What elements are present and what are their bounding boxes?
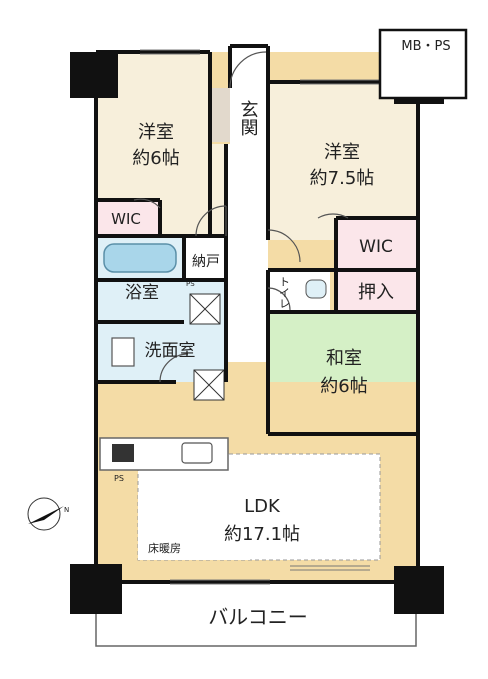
toilet-label: トイレ xyxy=(278,276,291,309)
western-room-1-name: 洋室 xyxy=(138,122,174,143)
storage-area xyxy=(186,238,226,280)
wic-right-label: WIC xyxy=(359,237,393,257)
washroom-label: 洗面室 xyxy=(145,341,196,361)
wic-right-area xyxy=(336,220,418,270)
entrance-area xyxy=(230,46,268,144)
toilet-bowl xyxy=(305,279,327,299)
closet-strip-left xyxy=(210,144,226,236)
small-ps-label: PS xyxy=(186,280,195,288)
entrance-shoebox xyxy=(210,88,230,142)
western-room-2-name: 洋室 xyxy=(324,142,360,163)
windows xyxy=(140,49,390,585)
closet-area xyxy=(336,270,418,310)
mb-ps-box xyxy=(378,28,468,100)
floor-heating-zone-left xyxy=(138,494,250,560)
door-swings xyxy=(133,51,349,383)
svg-text:N: N xyxy=(64,506,69,514)
japanese-room-name: 和室 xyxy=(326,348,362,369)
ldk-floor-heating-note: 床暖房 xyxy=(148,541,181,555)
kitchen-sink xyxy=(181,442,213,464)
wic-left-area xyxy=(96,200,160,236)
storage-label: 納戸 xyxy=(192,254,220,270)
balcony-area xyxy=(95,581,417,647)
kitchen-ps-label: PS xyxy=(114,474,124,483)
entrance-name: 玄関 xyxy=(238,100,259,136)
mb-ps-label: MB・PS xyxy=(401,39,450,54)
kitchen-stove xyxy=(112,444,134,462)
western-room-1-size: 約6帖 xyxy=(132,148,179,169)
bathtub xyxy=(103,243,177,273)
ldk-size: 約17.1帖 xyxy=(224,524,300,545)
western-room-2-size: 約7.5帖 xyxy=(310,168,375,189)
wic-left-label: WIC xyxy=(111,210,141,228)
ldk-name: LDK xyxy=(244,496,281,517)
closet-label: 押入 xyxy=(358,282,394,303)
compass-icon: N xyxy=(27,497,69,531)
western-room-2 xyxy=(268,82,418,240)
hallway xyxy=(226,144,268,362)
balcony-label: バルコニー xyxy=(208,605,308,629)
bathroom-label: 浴室 xyxy=(125,283,159,303)
washbasin xyxy=(111,337,135,367)
japanese-room-size: 約6帖 xyxy=(320,376,367,397)
bathroom-area xyxy=(96,280,184,322)
